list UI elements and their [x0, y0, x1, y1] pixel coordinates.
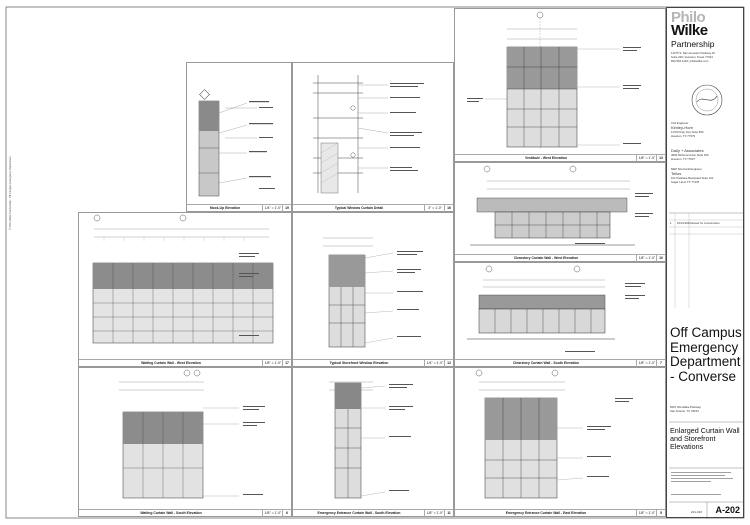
job-number: 221-016	[691, 510, 703, 514]
consultant-2-line-2: Houston, TX 77027	[671, 157, 696, 161]
panel-title: Emergency Entrance Curtain Wall - South …	[317, 511, 401, 515]
consultant-2-name: Daily + Associates	[671, 148, 704, 153]
consultant-1-line-1: 11700 Katy Fwy Suite 800	[671, 130, 704, 134]
panel-title-bar: Emergency Entrance Curtain Wall - East E…	[455, 509, 665, 517]
panel-scale: 1/4" = 1'-0"	[424, 360, 445, 367]
panel-title: Vestibule - West Elevation	[525, 156, 567, 160]
clearstory-south-drawing	[467, 265, 645, 352]
consultant-1-name: Kimley-Horn	[671, 125, 694, 130]
panel-window-curtain-detail[interactable]: Typical Window Curtain Detail 3" = 1'-0"…	[292, 62, 454, 212]
panel-number: 16	[444, 205, 453, 212]
panel-number: 12	[444, 360, 453, 367]
panel-title: Typical Window Curtain Detail	[334, 206, 384, 210]
consultant-3-line-1: 101 Parklane Boulevard Suite 101	[671, 176, 714, 180]
consultant-2-line-1: 3800 Richmond Ave Suite 400	[671, 153, 709, 157]
firm-logo-line1: Philo	[671, 9, 706, 26]
project-address-2: San Antonio, TX 78244	[670, 409, 699, 413]
consultant-3-role: MEP Structural Engineer	[671, 167, 702, 171]
panel-title-bar: Typical Window Curtain Detail 3" = 1'-0"…	[293, 204, 453, 212]
revision-date: 10/11/2023	[677, 221, 691, 225]
sheet-number: A-202	[715, 505, 740, 515]
clearstory-west-drawing	[470, 165, 653, 246]
consultant-1-role: Civil Engineer	[671, 121, 689, 125]
waiting-south-drawing	[119, 369, 265, 499]
panel-title: Waiting Curtain Wall - South Elevation	[140, 511, 202, 515]
panel-number: 13	[656, 155, 665, 162]
panel-title-bar: Waiting Curtain Wall - South Elevation 1…	[79, 509, 291, 517]
panel-scale: 1/8" = 1'-0"	[636, 510, 657, 517]
panel-waiting-west[interactable]: Waiting Curtain Wall - West Elevation 1/…	[78, 212, 292, 367]
project-title: Off Campus Emergency Department - Conver…	[670, 325, 742, 384]
storefront-drawing	[323, 237, 423, 348]
panel-number: 5	[656, 510, 665, 517]
architect-seal	[669, 84, 743, 519]
revision-number: 1	[670, 221, 672, 225]
panel-scale: 1/4" = 1'-0"	[262, 205, 283, 212]
consultant-1-line-2: Houston, TX 77079	[671, 134, 696, 138]
panel-clearstory-west[interactable]: Clearstory Curtain Wall - West Elevation…	[454, 162, 666, 262]
panel-number: 19	[282, 205, 291, 212]
panel-clearstory-south[interactable]: Clearstory Curtain Wall - South Elevatio…	[454, 262, 666, 367]
panel-title: Clearstory Curtain Wall - South Elevatio…	[512, 361, 579, 365]
panel-emergency-entrance-south[interactable]: Emergency Entrance Curtain Wall - South …	[292, 367, 454, 517]
panel-scale: 1/8" = 1'-0"	[636, 255, 657, 262]
panel-emergency-entrance-east[interactable]: Emergency Entrance Curtain Wall - East E…	[454, 367, 666, 517]
mockup-drawing	[198, 89, 275, 197]
panel-title: Mock-Up Elevation	[209, 206, 241, 210]
panel-scale: 1/8" = 1'-0"	[636, 155, 657, 162]
panel-scale: 3" = 1'-0"	[424, 205, 445, 212]
emergency-south-drawing	[329, 381, 413, 499]
panel-title-bar: Clearstory Curtain Wall - South Elevatio…	[455, 359, 665, 367]
panel-title-bar: Waiting Curtain Wall - West Elevation 1/…	[79, 359, 291, 367]
panel-scale: 1/8" = 1'-0"	[262, 510, 283, 517]
firm-address-1: 11275 S. Sam Houston Parkway W.	[671, 51, 716, 55]
waiting-west-drawing	[92, 214, 274, 344]
panel-title-bar: Clearstory Curtain Wall - West Elevation…	[455, 254, 665, 262]
panel-title-bar: Mock-Up Elevation 1/4" = 1'-0" 19	[187, 204, 291, 212]
sheet-name: Enlarged Curtain Wall and Storefront Ele…	[670, 426, 740, 451]
panel-vestibule-west[interactable]: Vestibule - West Elevation 1/8" = 1'-0" …	[454, 8, 666, 162]
panel-number: 7	[656, 360, 665, 367]
panel-title-bar: Vestibule - West Elevation 1/8" = 1'-0" …	[455, 154, 665, 162]
panel-scale: 1/8" = 1'-0"	[636, 360, 657, 367]
vestibule-drawing	[467, 11, 641, 149]
panel-number: 17	[282, 360, 291, 367]
firm-address-2: Suite 200 | Houston, Texas 77031	[671, 55, 713, 59]
firm-address-3: 832.554.1130 | philowilke.com	[671, 59, 709, 63]
consultant-3-name: Tellos	[671, 171, 682, 176]
window-detail-drawing	[313, 75, 424, 194]
firm-logo-line3: Partnership	[671, 39, 715, 49]
panel-title: Typical Storefront Window Elevation	[329, 361, 389, 365]
panel-mockup-elevation[interactable]: Mock-Up Elevation 1/4" = 1'-0" 19	[186, 62, 292, 212]
panel-title: Emergency Entrance Curtain Wall - East E…	[505, 511, 587, 515]
panel-scale: 1/8" = 1'-0"	[262, 360, 283, 367]
panel-number: 10	[656, 255, 665, 262]
panel-title-bar: Typical Storefront Window Elevation 1/4"…	[293, 359, 453, 367]
consultant-3-line-2: Sugar Land, TX 77478	[671, 180, 700, 184]
panel-number: 6	[282, 510, 291, 517]
project-address-1: 8497 Woodlake Parkway	[670, 405, 701, 409]
emergency-east-drawing	[475, 369, 633, 499]
side-note: © Philo Wilke Partnership - Off Campus E…	[9, 156, 12, 230]
revision-description: Issued for Construction	[691, 221, 720, 225]
panel-title: Waiting Curtain Wall - West Elevation	[141, 361, 201, 365]
panel-scale: 1/8" = 1'-0"	[424, 510, 445, 517]
panel-storefront-window[interactable]: Typical Storefront Window Elevation 1/4"…	[292, 212, 454, 367]
panel-title: Clearstory Curtain Wall - West Elevation	[513, 256, 579, 260]
panel-title-bar: Emergency Entrance Curtain Wall - South …	[293, 509, 453, 517]
panel-waiting-south[interactable]: Waiting Curtain Wall - South Elevation 1…	[78, 367, 292, 517]
panel-number: 11	[444, 510, 453, 517]
title-block: Philo Wilke Partnership 11275 S. Sam Hou…	[666, 7, 744, 519]
firm-logo-line2: Wilke	[671, 22, 708, 39]
